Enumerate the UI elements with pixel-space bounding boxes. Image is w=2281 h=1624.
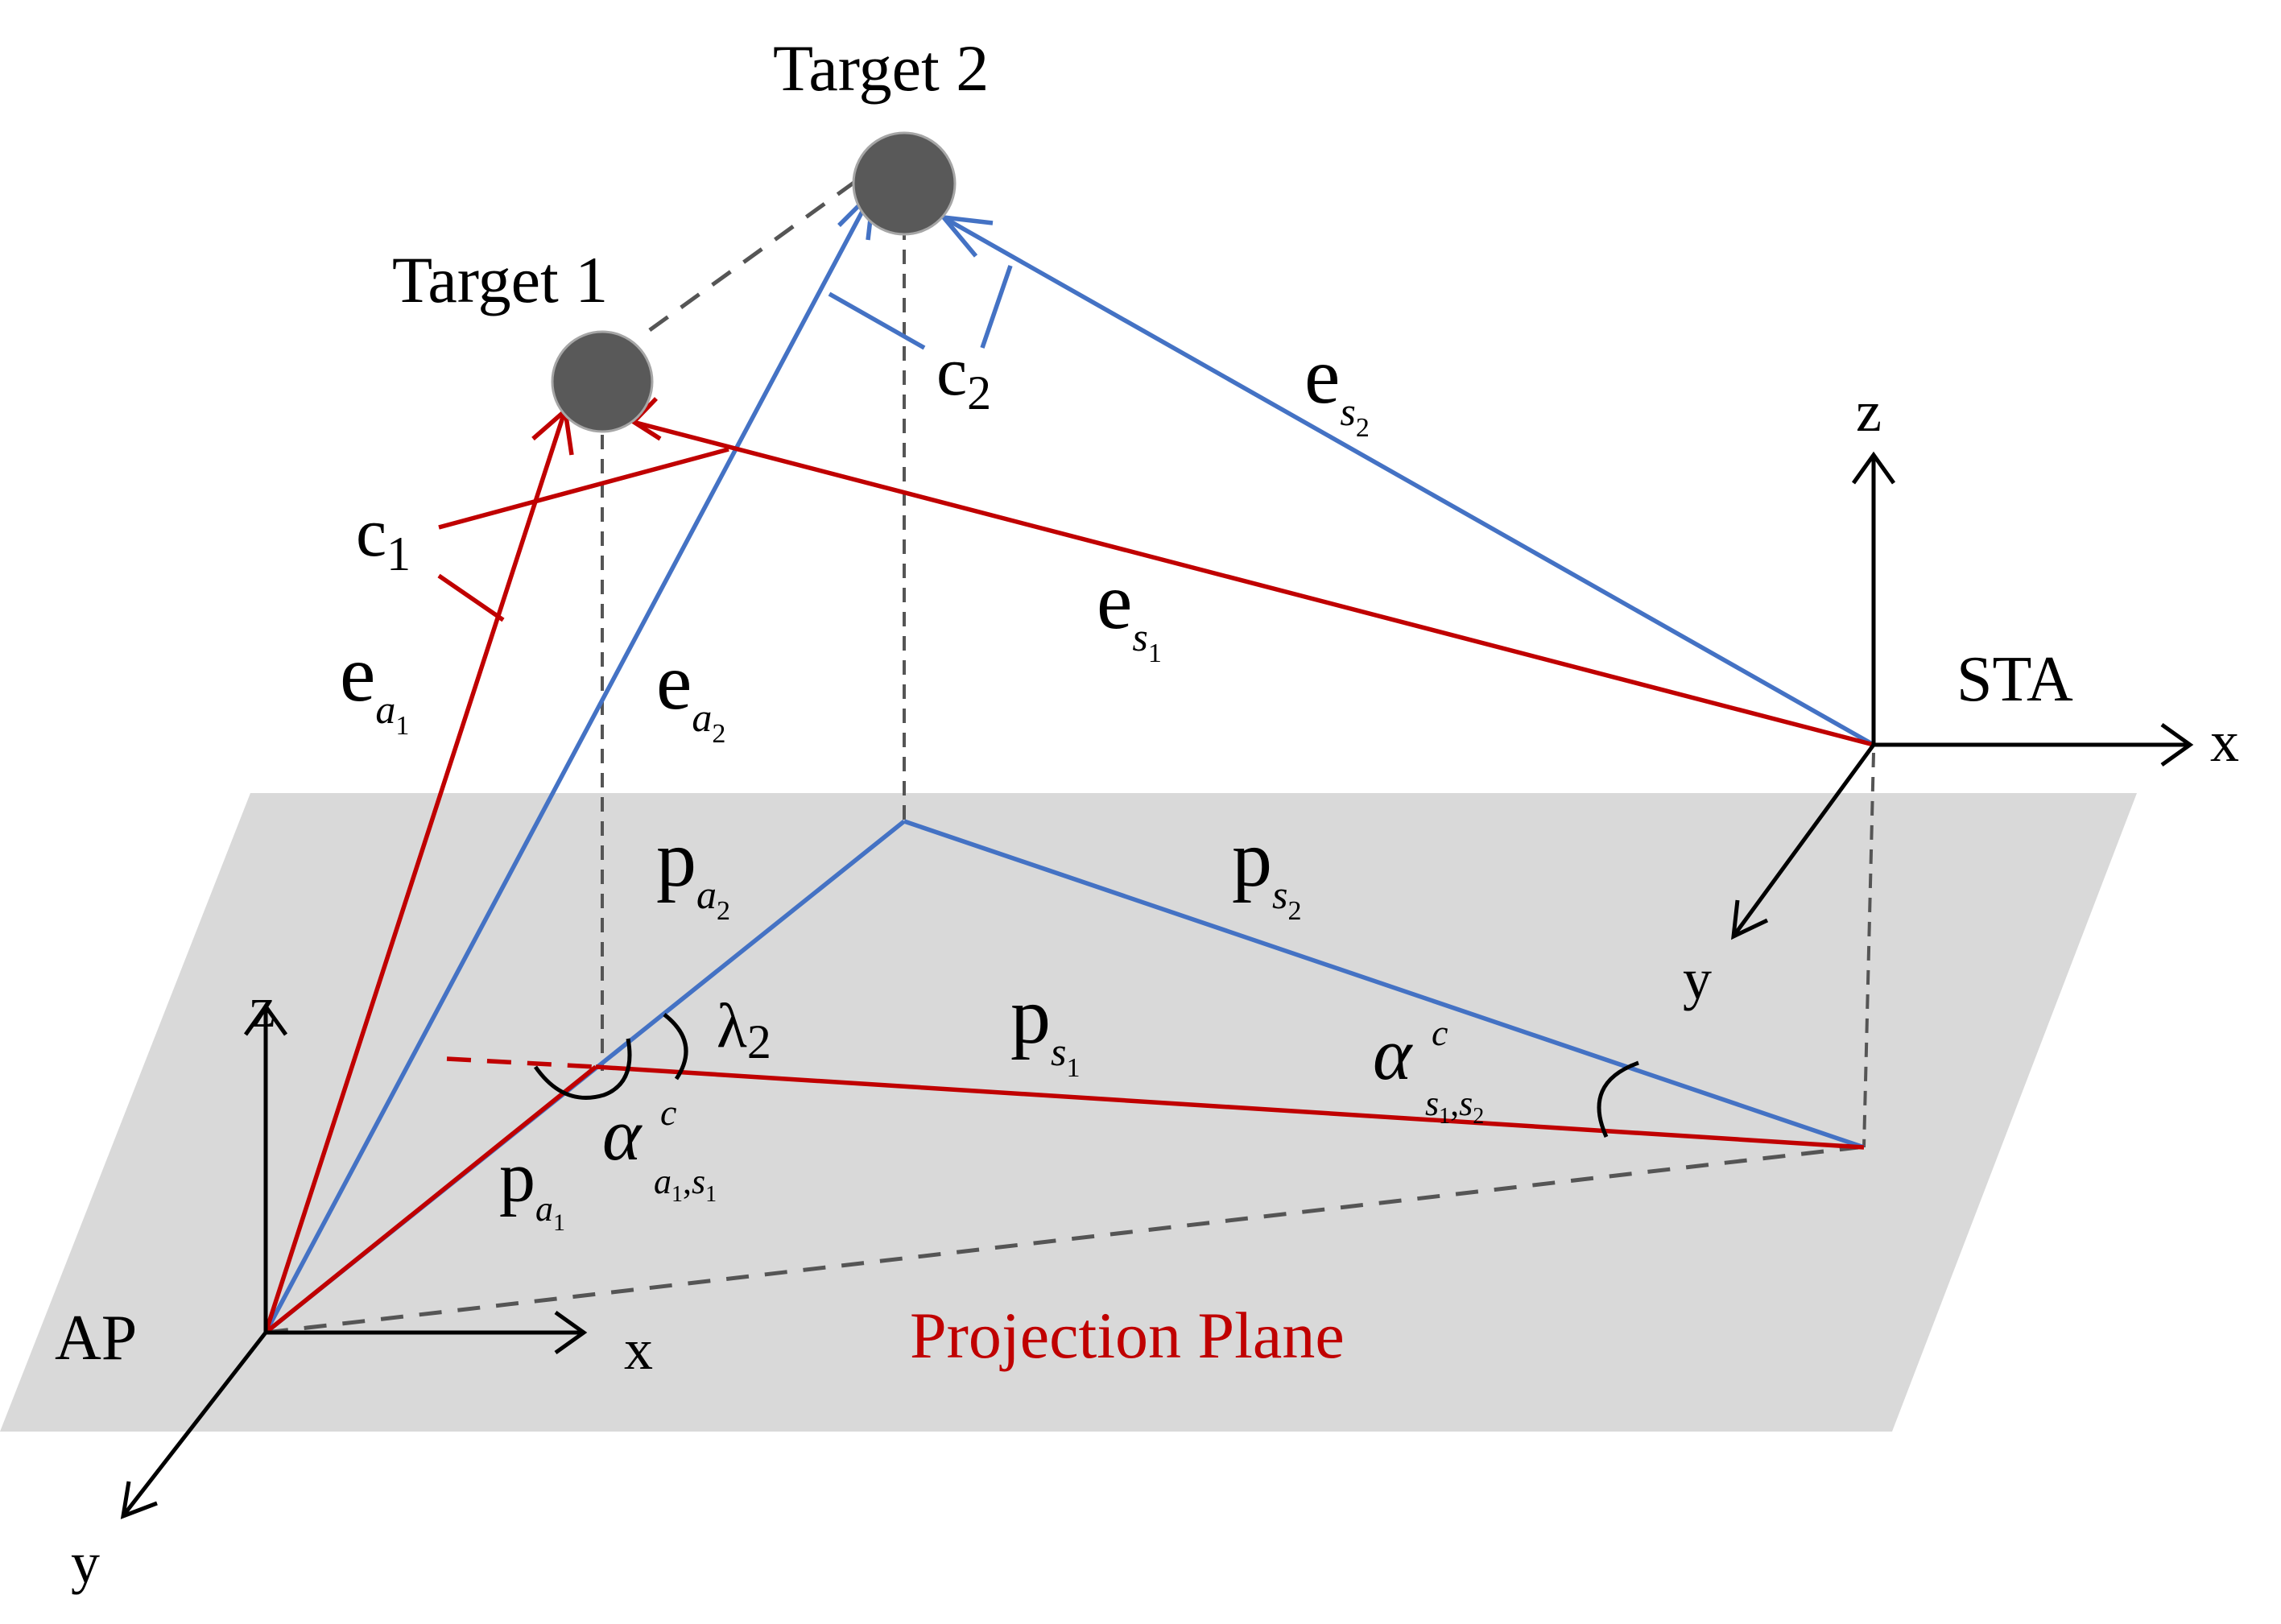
vector-es2 [944,217,1875,747]
alpha-s1-s2-sub: s1,s2 [1425,1084,1484,1129]
sta-y-label: y [1683,947,1712,1011]
c2-leader [828,291,926,350]
c2-leader-2 [980,265,1013,349]
c1-leader-1 [438,447,729,530]
projection-plane [0,793,2137,1432]
es2-arrowhead [938,214,994,258]
target1-label: Target 1 [392,243,608,316]
ap-y-arrowhead [120,1481,158,1519]
vector-pa1 [264,1064,597,1335]
sta-x-arrowhead [2160,722,2194,767]
pa2-label: pa2 [656,814,730,926]
target-link-line [637,179,857,341]
ap-y-label: y [71,1531,100,1595]
ap-sta-baseline [265,1145,1859,1335]
c1-leader-2 [437,573,505,622]
ea2-label: ea2 [656,637,725,749]
alpha-a1-s1-sub: a1,s1 [654,1162,717,1207]
c2-label: c2 [936,333,991,419]
alpha-a1-s1-arc [533,1038,632,1100]
vector-ea2 [263,192,874,1334]
es2-label: es2 [1304,331,1370,443]
ap-x-label: x [624,1317,653,1382]
alpha-s1-s2-label: α [1373,1013,1413,1095]
c1-label: c1 [356,494,411,581]
ps1-label: ps1 [1010,971,1080,1083]
ap-z-arrowhead [243,1002,288,1036]
sta-label: STA [1957,644,2073,715]
sta-drop-line [1862,752,1875,1148]
sta-y-arrowhead [1731,899,1769,940]
ea1-label: ea1 [340,629,409,741]
lambda2-label: λ2 [717,990,771,1068]
vector-ps1 [595,1064,1865,1150]
vector-ea1 [263,414,566,1333]
pa1-label: pa1 [499,1138,565,1236]
es1-label: es1 [1097,556,1162,668]
sta-z-arrowhead [1851,451,1896,485]
vector-ps2 [903,819,1865,1150]
target1-marker [551,330,654,433]
red-dash-extension [446,1056,597,1069]
ap-y-axis [123,1331,267,1515]
target2-label: Target 2 [773,31,989,105]
ps2-label: ps2 [1232,814,1301,926]
alpha-a1-s1-sup: c [660,1092,676,1133]
ap-z-label: z [250,975,275,1039]
target2-marker [852,131,957,236]
vector-es1 [635,420,1874,747]
lambda2-arc [663,1013,688,1081]
alpha-s1-s2-sup: c [1432,1012,1448,1053]
ap-x-arrowhead [554,1310,588,1355]
sta-x-label: x [2210,709,2239,774]
alpha-s1-s2-arc [1597,1060,1639,1138]
ap-label: AP [55,1303,137,1374]
sta-z-label: z [1856,379,1882,444]
projection-plane-label: Projection Plane [910,1299,1345,1372]
alpha-a1-s1-label: α [602,1093,643,1176]
sta-y-axis [1733,743,1876,936]
